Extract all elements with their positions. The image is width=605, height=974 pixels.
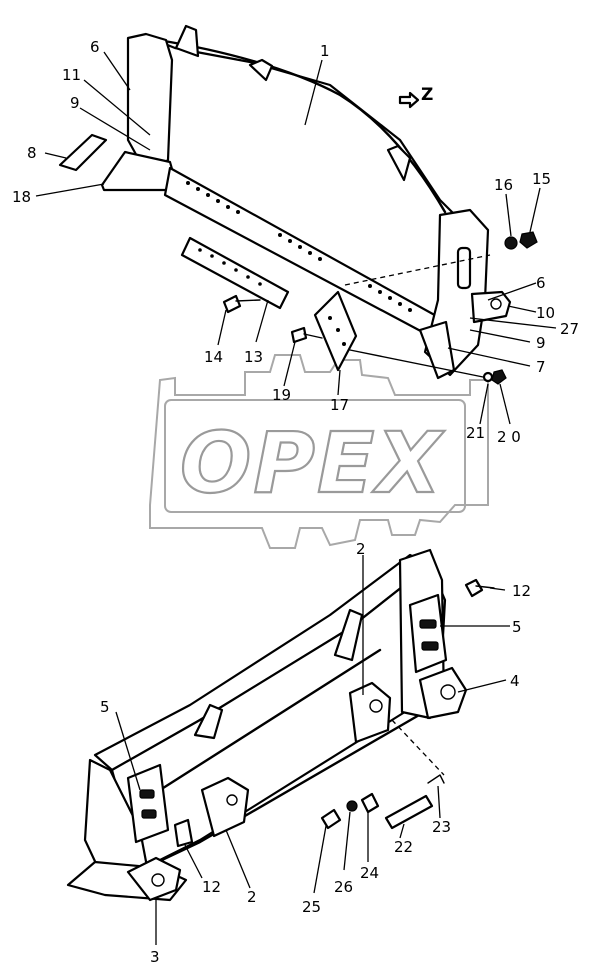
bolt-12 <box>464 578 484 598</box>
right-end-slot <box>456 246 472 290</box>
blade-frame-lower <box>66 548 468 902</box>
bolt-25 <box>320 808 342 830</box>
right-corner-bit-7 <box>418 320 456 380</box>
callout-labels: 1 6 11 9 8 18 16 15 6 10 27 9 7 14 13 19… <box>12 38 579 966</box>
callout-17: 17 <box>330 396 349 414</box>
upper-left-loose-parts <box>58 133 538 385</box>
nut-20 <box>491 369 507 385</box>
bolt-24 <box>360 792 380 814</box>
watermark-text: OPEX <box>180 414 445 512</box>
callout-24: 24 <box>360 864 379 882</box>
frame-rib-2 <box>333 608 364 662</box>
callout-leaders <box>35 51 557 945</box>
view-z-marker: Z <box>398 85 433 109</box>
right-trunnion-4 <box>418 666 468 720</box>
frame-lower-rail <box>143 698 447 870</box>
left-trunnion-3 <box>126 856 182 902</box>
pin-22 <box>384 794 434 830</box>
callout-22: 22 <box>394 838 413 856</box>
bolt-axis-line <box>349 349 489 379</box>
callout-15: 15 <box>532 170 551 188</box>
blade-top-edge <box>156 38 447 214</box>
watermark-inner-frame <box>164 399 466 513</box>
callout-23: 23 <box>432 818 451 836</box>
blade-rib-2 <box>248 58 274 82</box>
blade-rib-1 <box>174 24 200 58</box>
callout-13: 13 <box>244 348 263 366</box>
view-z-label: Z <box>421 85 433 105</box>
callout-19: 19 <box>272 386 291 404</box>
blade-assembly-upper <box>100 24 512 380</box>
bolt-19 <box>290 326 308 344</box>
callout-21: 21 <box>466 424 485 442</box>
view-arrow-icon <box>398 91 420 109</box>
wear-plate-holes <box>328 316 346 346</box>
center-bracket-2-right <box>348 681 392 744</box>
callout-12-left: 12 <box>202 878 221 896</box>
callout-11: 11 <box>62 66 81 84</box>
wear-plate-17 <box>313 290 358 372</box>
callout-5-right: 5 <box>512 618 522 636</box>
callout-4: 4 <box>510 672 520 690</box>
callout-26: 26 <box>334 878 353 896</box>
callout-10: 10 <box>536 304 555 322</box>
callout-16: 16 <box>494 176 513 194</box>
blade-rib-3 <box>386 144 412 182</box>
left-bracket-5 <box>126 763 170 844</box>
callout-2-bottom: 2 <box>247 888 257 906</box>
blade-left-end-plate <box>126 32 174 167</box>
pin-axis-dashed <box>391 719 445 776</box>
callout-18: 18 <box>12 188 31 206</box>
block-12-left <box>173 818 194 848</box>
cutting-edge-bolt-holes <box>186 181 412 312</box>
callout-5-left: 5 <box>100 698 110 716</box>
nut-15 <box>519 231 538 249</box>
washer-26 <box>346 800 358 812</box>
callout-14: 14 <box>204 348 223 366</box>
callout-8: 8 <box>27 144 37 162</box>
callout-2-top: 2 <box>356 540 366 558</box>
callout-9-right: 9 <box>536 334 546 352</box>
center-bracket-2 <box>200 776 250 838</box>
washer-21 <box>482 371 494 383</box>
cotter-pin-23 <box>427 774 445 784</box>
callout-1: 1 <box>320 42 330 60</box>
callout-3: 3 <box>150 948 160 966</box>
cutting-edge-section-13 <box>180 236 290 310</box>
watermark-logo: OPEX <box>149 354 489 549</box>
alignment-dashed-line <box>344 254 491 286</box>
callout-7: 7 <box>536 358 546 376</box>
bolt-14 <box>222 294 242 314</box>
washer-16 <box>504 236 518 250</box>
callout-6-left: 6 <box>90 38 100 56</box>
right-bracket-5 <box>408 593 448 674</box>
callout-25: 25 <box>302 898 321 916</box>
callout-27: 27 <box>560 320 579 338</box>
callout-12-right: 12 <box>512 582 531 600</box>
frame-middle-rail <box>158 648 382 792</box>
right-trunnion-lug-10 <box>470 290 512 324</box>
callout-9-left: 9 <box>70 94 80 112</box>
edge-section-holes <box>198 248 262 286</box>
callout-20: 2 0 <box>497 428 521 446</box>
frame-rib-1 <box>193 703 224 740</box>
callout-6-right: 6 <box>536 274 546 292</box>
side-plate-8 <box>58 133 108 172</box>
